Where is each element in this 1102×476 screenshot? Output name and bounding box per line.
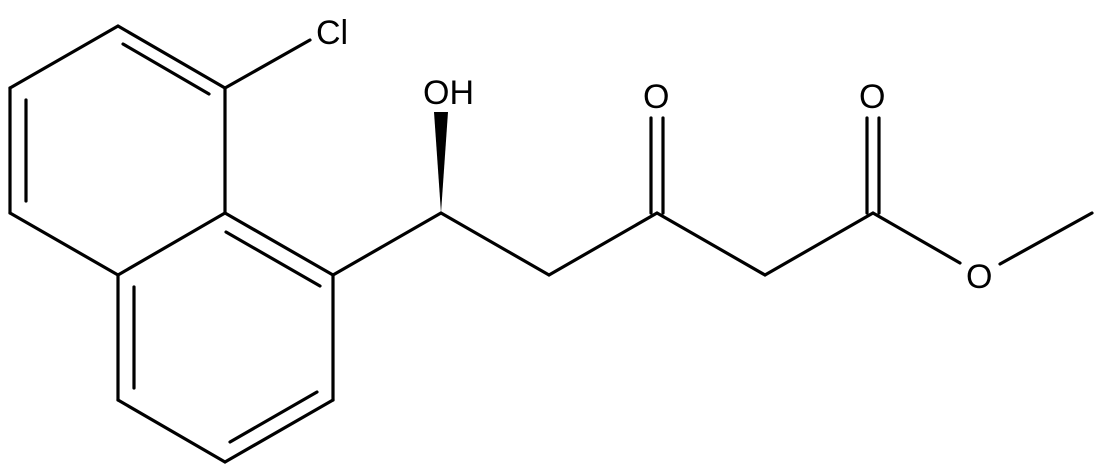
bond xyxy=(547,211,659,277)
side-chain: OH O O O xyxy=(331,74,1094,296)
bond xyxy=(116,24,227,90)
bond xyxy=(223,38,312,90)
bond xyxy=(228,390,319,444)
bond xyxy=(223,211,335,277)
bond xyxy=(8,24,120,90)
bond xyxy=(8,211,120,277)
hydroxyl-label: OH xyxy=(423,74,474,112)
bond xyxy=(439,211,551,277)
ester-carbonyl-oxygen-label: O xyxy=(859,78,885,116)
bond xyxy=(224,230,322,288)
bond xyxy=(223,398,335,464)
wedge-bond xyxy=(434,112,448,213)
bond xyxy=(331,211,443,277)
bond xyxy=(998,211,1094,266)
ester-ether-oxygen-label: O xyxy=(966,258,992,296)
bond xyxy=(116,211,227,277)
bond xyxy=(655,211,767,277)
bond xyxy=(116,398,227,464)
naphthalene-ring xyxy=(8,24,335,464)
chloro-substituent: Cl xyxy=(223,14,348,90)
ketone-oxygen-label: O xyxy=(643,78,669,116)
bond xyxy=(763,211,875,277)
chlorine-label: Cl xyxy=(316,14,348,52)
bond xyxy=(121,42,211,96)
bond xyxy=(871,211,962,265)
